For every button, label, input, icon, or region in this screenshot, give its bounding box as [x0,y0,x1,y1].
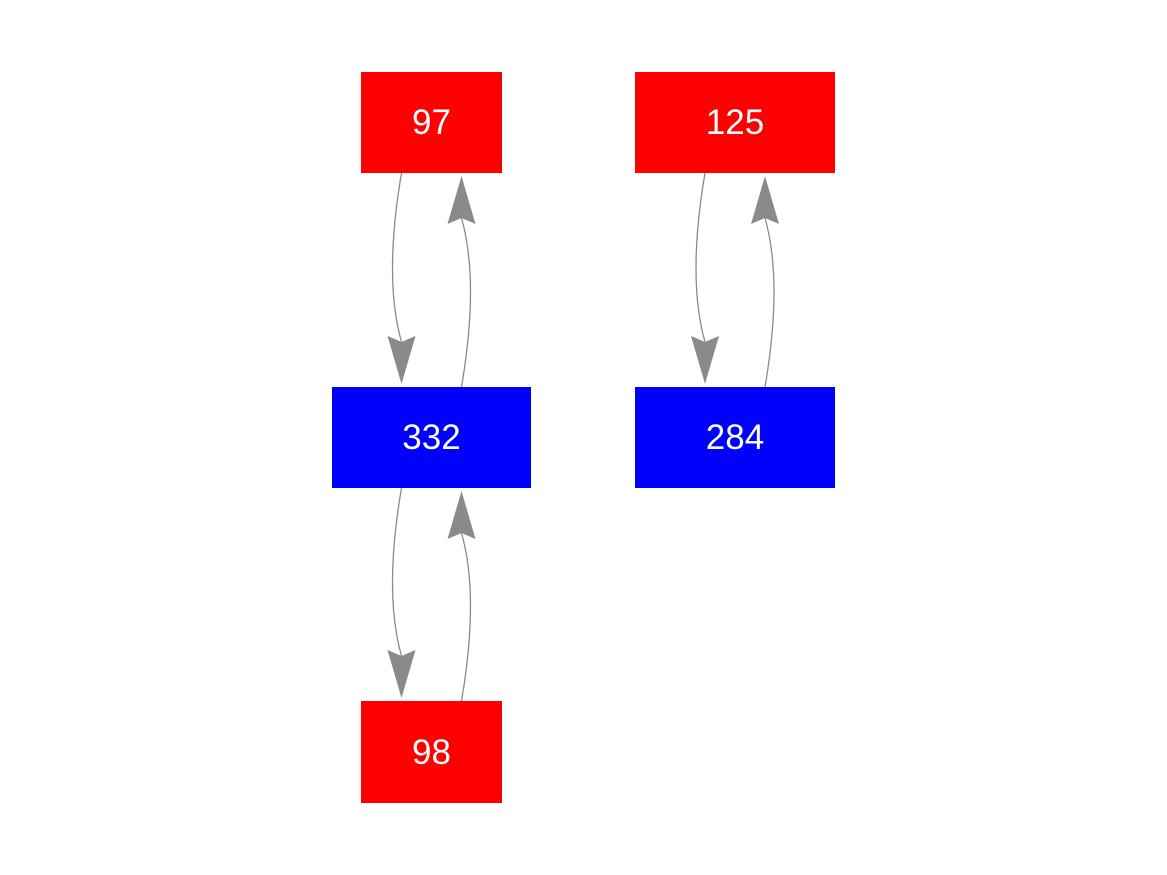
edge-line-up [460,217,472,388]
graph-node-98: 98 [361,701,502,803]
node-label: 97 [412,103,451,142]
graph-node-97: 97 [361,72,502,173]
node-label: 284 [705,418,765,457]
arrowhead-up-icon [447,176,476,224]
edge-line-down [391,487,403,657]
node-label: 332 [402,418,461,457]
arrowhead-down-icon [387,336,416,384]
edge-line-up [460,532,472,702]
edge-line-down [391,172,403,343]
arrowhead-down-icon [387,650,416,698]
node-label: 125 [705,103,765,142]
arrowhead-up-icon [447,491,476,539]
node-label: 98 [412,732,451,772]
graph-node-284: 284 [635,387,835,488]
arrowhead-up-icon [751,176,779,224]
edge-line-down [695,172,706,343]
edge-line-up [764,217,775,388]
graph-node-332: 332 [332,387,531,488]
graph-node-125: 125 [635,72,835,173]
arrowhead-down-icon [691,336,719,384]
